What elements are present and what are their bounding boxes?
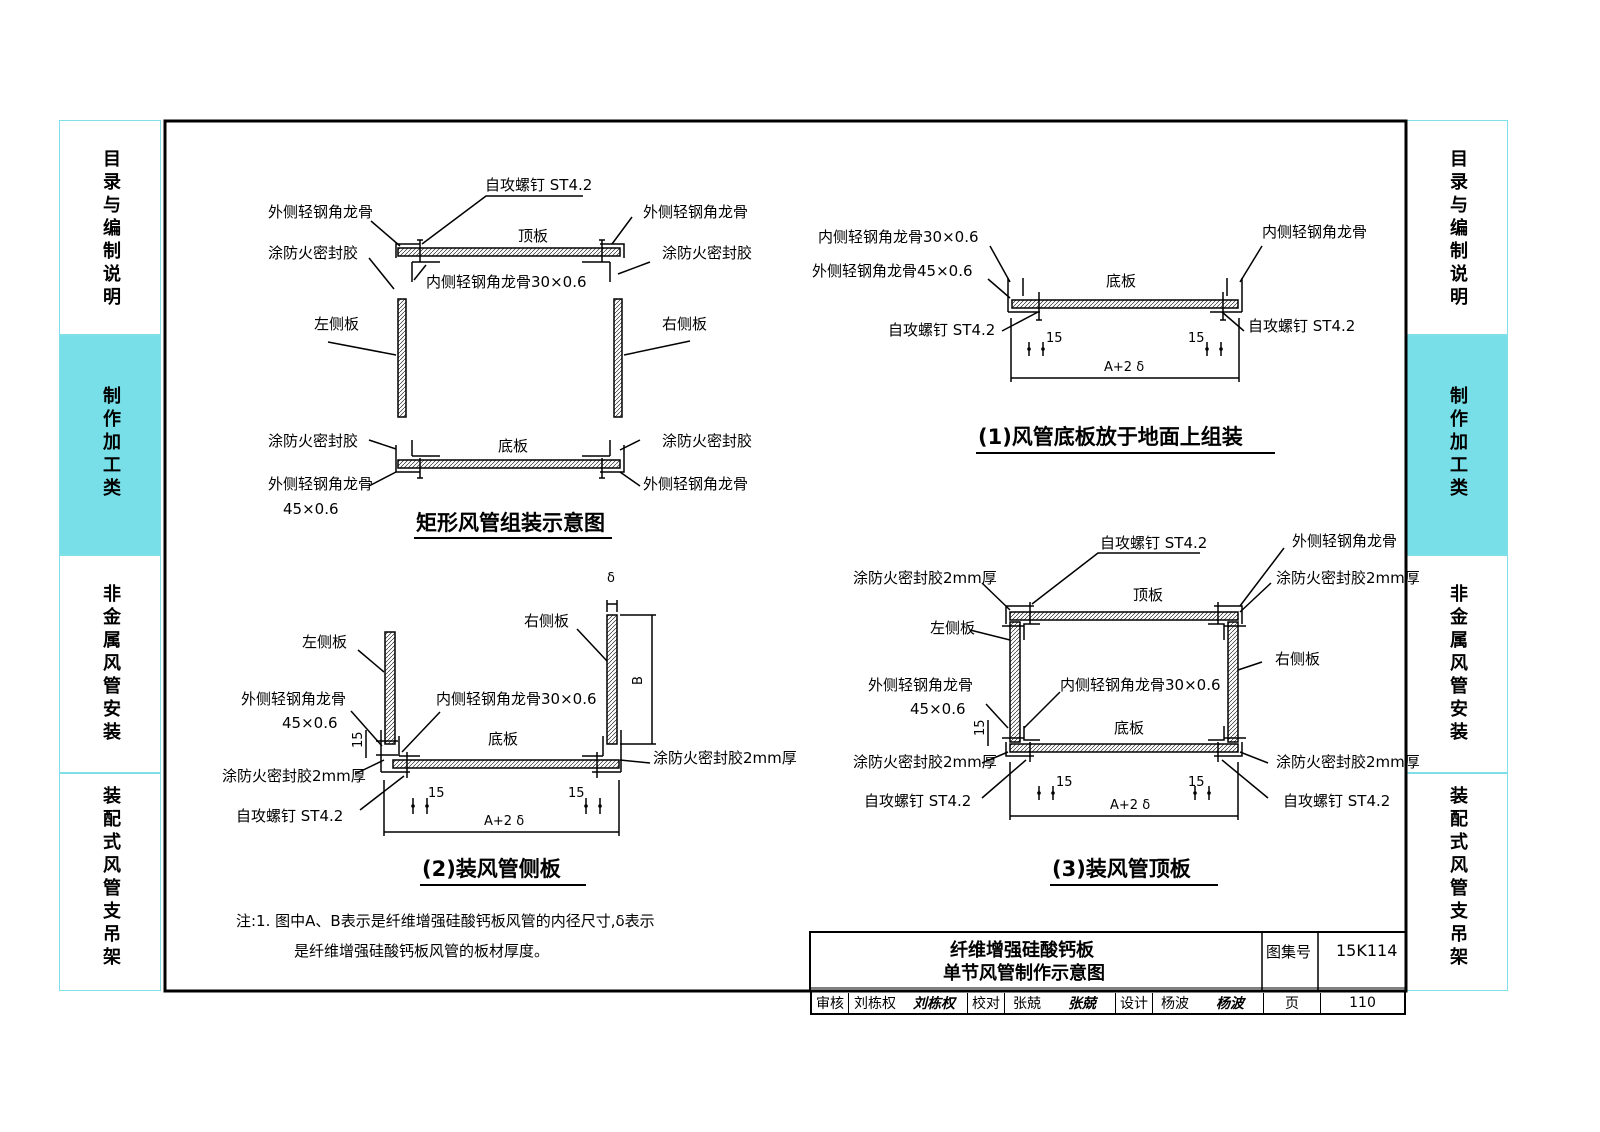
atlas-label: 图集号 — [1266, 943, 1312, 961]
s2-dim-15-l: 15 — [428, 786, 445, 801]
s2-label-inner-angle: 内侧轻钢角龙骨30×0.6 — [436, 690, 597, 708]
step2-diagram — [350, 600, 656, 836]
s3-label-sealant-bl: 涂防火密封胶2mm厚 — [853, 753, 997, 771]
step3-diagram — [969, 547, 1285, 820]
s2-label-sealant-l: 涂防火密封胶2mm厚 — [222, 767, 366, 785]
caption-step1: (1)风管底板放于地面上组装 — [978, 425, 1243, 449]
label-sealant-tr: 涂防火密封胶 — [662, 244, 752, 262]
s3-label-screw-l: 自攻螺钉 ST4.2 — [864, 792, 971, 810]
label-sealant-bl: 涂防火密封胶 — [268, 432, 358, 450]
s2-label-left-plate: 左侧板 — [302, 633, 347, 651]
s1-dim-15-r: 15 — [1188, 331, 1205, 346]
s3-label-right-plate: 右侧板 — [1275, 650, 1320, 668]
s3-label-top-plate: 顶板 — [1133, 586, 1163, 604]
s1-label-outer-angle: 外侧轻钢角龙骨45×0.6 — [812, 262, 973, 280]
s1-label-bottom-plate: 底板 — [1106, 272, 1136, 290]
note-prefix: 注:1. — [236, 912, 271, 930]
s1-label-screw-r: 自攻螺钉 ST4.2 — [1248, 317, 1355, 335]
s2-label-sealant-r: 涂防火密封胶2mm厚 — [653, 749, 797, 767]
s2-label-right-plate: 右侧板 — [524, 612, 569, 630]
page-number: 110 — [1349, 994, 1376, 1011]
s3-dim-15-r: 15 — [1188, 775, 1205, 790]
reviewer-signature: 刘栋权 — [901, 992, 968, 1013]
s3-dim-width: A+2 δ — [1110, 798, 1150, 813]
label-outer-angle-size: 45×0.6 — [283, 500, 339, 518]
s3-dim-15-v: 15 — [973, 719, 988, 736]
s3-label-screw-r: 自攻螺钉 ST4.2 — [1283, 792, 1390, 810]
step1-diagram — [987, 245, 1263, 382]
s3-label-left-plate: 左侧板 — [930, 619, 975, 637]
label-left-plate: 左侧板 — [314, 315, 359, 333]
s1-label-screw-l: 自攻螺钉 ST4.2 — [888, 321, 995, 339]
drawing-frame — [163, 119, 1408, 993]
label-outer-angle-tl: 外侧轻钢角龙骨 — [268, 203, 373, 221]
s3-label-screw-top: 自攻螺钉 ST4.2 — [1100, 534, 1207, 552]
atlas-number: 15K114 — [1336, 941, 1398, 960]
label-top-plate: 顶板 — [518, 227, 548, 245]
s1-dim-15-l: 15 — [1046, 331, 1063, 346]
caption-step2: (2)装风管侧板 — [422, 857, 562, 881]
label-screw-top: 自攻螺钉 ST4.2 — [485, 176, 592, 194]
s1-dim-width: A+2 δ — [1104, 360, 1144, 375]
left-tab-support-hanger[interactable]: 装配式风管支吊架 — [59, 773, 161, 991]
s2-dim-15-v: 15 — [351, 731, 366, 748]
page-label: 页 — [1264, 992, 1321, 1013]
s3-label-outer-angle: 外侧轻钢角龙骨 — [868, 676, 973, 694]
label-bottom-plate: 底板 — [498, 437, 528, 455]
s3-dim-15-l: 15 — [1056, 775, 1073, 790]
label-inner-angle-main: 内侧轻钢角龙骨30×0.6 — [426, 273, 587, 291]
s2-dim-delta: δ — [607, 571, 615, 586]
s3-label-outer-angle-tr: 外侧轻钢角龙骨 — [1292, 532, 1397, 550]
s2-label-bottom-plate: 底板 — [488, 730, 518, 748]
caption-step3: (3)装风管顶板 — [1052, 857, 1192, 881]
s3-label-sealant-tr: 涂防火密封胶2mm厚 — [1276, 569, 1420, 587]
s3-label-sealant-br: 涂防火密封胶2mm厚 — [1276, 753, 1420, 771]
design-label: 设计 — [1116, 992, 1153, 1013]
s2-label-screw: 自攻螺钉 ST4.2 — [236, 807, 343, 825]
title-line-1: 纤维增强硅酸钙板 — [950, 940, 1094, 961]
s1-label-inner-angle-r: 内侧轻钢角龙骨 — [1262, 223, 1367, 241]
s2-dim-b: B — [631, 676, 646, 685]
note-line-1: 图中A、B表示是纤维增强硅酸钙板风管的内径尺寸,δ表示 — [275, 912, 655, 930]
note-line-2: 是纤维增强硅酸钙板风管的板材厚度。 — [294, 942, 550, 960]
notes: 注:1. 图中A、B表示是纤维增强硅酸钙板风管的内径尺寸,δ表示 是纤维增强硅酸… — [236, 906, 655, 966]
s3-label-inner-angle: 内侧轻钢角龙骨30×0.6 — [1060, 676, 1221, 694]
title-line-2: 单节风管制作示意图 — [943, 963, 1105, 984]
label-sealant-tl: 涂防火密封胶 — [268, 244, 358, 262]
left-tab-contents[interactable]: 目录与编制说明 — [59, 120, 161, 335]
designer-name: 杨波 — [1161, 995, 1189, 1012]
title-block-bottom-row: 审核 刘栋权 刘栋权 校对 张兢 张兢 设计 杨波 杨波 页 110 — [810, 991, 1406, 1015]
s1-label-inner-angle: 内侧轻钢角龙骨30×0.6 — [818, 228, 979, 246]
check-label: 校对 — [968, 992, 1005, 1013]
s3-label-outer-size: 45×0.6 — [910, 700, 966, 718]
s2-dim-width: A+2 δ — [484, 814, 524, 829]
main-assembly-diagram — [327, 195, 691, 487]
title-block-table: 图集号 15K114 — [810, 932, 1406, 991]
right-tab-fabrication[interactable]: 制作加工类 — [1406, 335, 1508, 555]
s3-label-sealant-tl: 涂防火密封胶2mm厚 — [853, 569, 997, 587]
checker-name: 张兢 — [1013, 995, 1041, 1012]
designer-signature: 杨波 — [1197, 992, 1264, 1013]
label-outer-angle-tr: 外侧轻钢角龙骨 — [643, 203, 748, 221]
s3-label-bottom-plate: 底板 — [1114, 719, 1144, 737]
s2-label-outer-angle: 外侧轻钢角龙骨 — [241, 690, 346, 708]
s2-label-outer-size: 45×0.6 — [282, 714, 338, 732]
left-tab-fabrication[interactable]: 制作加工类 — [59, 335, 161, 555]
s2-dim-15-r: 15 — [568, 786, 585, 801]
label-outer-angle-br: 外侧轻钢角龙骨 — [643, 475, 748, 493]
label-outer-angle-bl: 外侧轻钢角龙骨 — [268, 475, 373, 493]
caption-main: 矩形风管组装示意图 — [416, 511, 605, 535]
checker-signature: 张兢 — [1049, 992, 1116, 1013]
review-label: 审核 — [812, 992, 849, 1013]
label-right-plate: 右侧板 — [662, 315, 707, 333]
left-tab-nonmetal-duct[interactable]: 非金属风管安装 — [59, 555, 161, 773]
label-sealant-br: 涂防火密封胶 — [662, 432, 752, 450]
reviewer-name: 刘栋权 — [854, 995, 896, 1012]
